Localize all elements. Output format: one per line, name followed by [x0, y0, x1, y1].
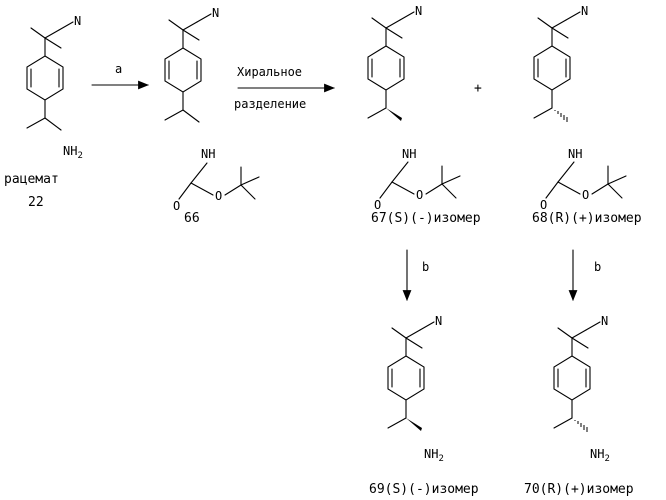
amine-label: NH2	[590, 447, 610, 464]
nh-label: NH	[568, 147, 582, 161]
compound-67-label: 67(S)(-)изомер	[371, 211, 481, 226]
chiral-separation-line2: разделение	[234, 97, 306, 111]
step-b-label-right: b	[594, 260, 601, 274]
compound-66-number: 66	[184, 211, 200, 226]
chiral-separation-line1: Хиральное	[237, 65, 302, 79]
compound-70-structure: NH2	[554, 314, 610, 464]
amine-label: NH2	[424, 447, 444, 464]
amine-label: NH2	[63, 144, 83, 161]
plus-sign: +	[474, 81, 482, 96]
nh-label: NH	[402, 147, 416, 161]
compound-22-structure: NH2	[27, 14, 83, 161]
compound-70-label: 70(R)(+)изомер	[524, 482, 634, 497]
step-b-label-left: b	[422, 260, 429, 274]
wedge-bond	[386, 108, 402, 121]
step-a-label: a	[115, 62, 122, 76]
wedge-bond	[406, 418, 422, 431]
compound-68-structure: NH	[534, 4, 626, 212]
compound-69-label: 69(S)(-)изомер	[369, 482, 479, 497]
compound-22-number: 22	[28, 195, 44, 210]
hashed-bond	[555, 110, 567, 122]
compound-67-structure: NH	[368, 4, 460, 212]
hashed-bond	[575, 420, 587, 432]
nh-label: NH	[201, 147, 215, 161]
racemate-label: рацемат	[4, 172, 59, 187]
compound-69-structure: NH2	[388, 314, 444, 464]
compound-68-label: 68(R)(+)изомер	[532, 211, 642, 226]
